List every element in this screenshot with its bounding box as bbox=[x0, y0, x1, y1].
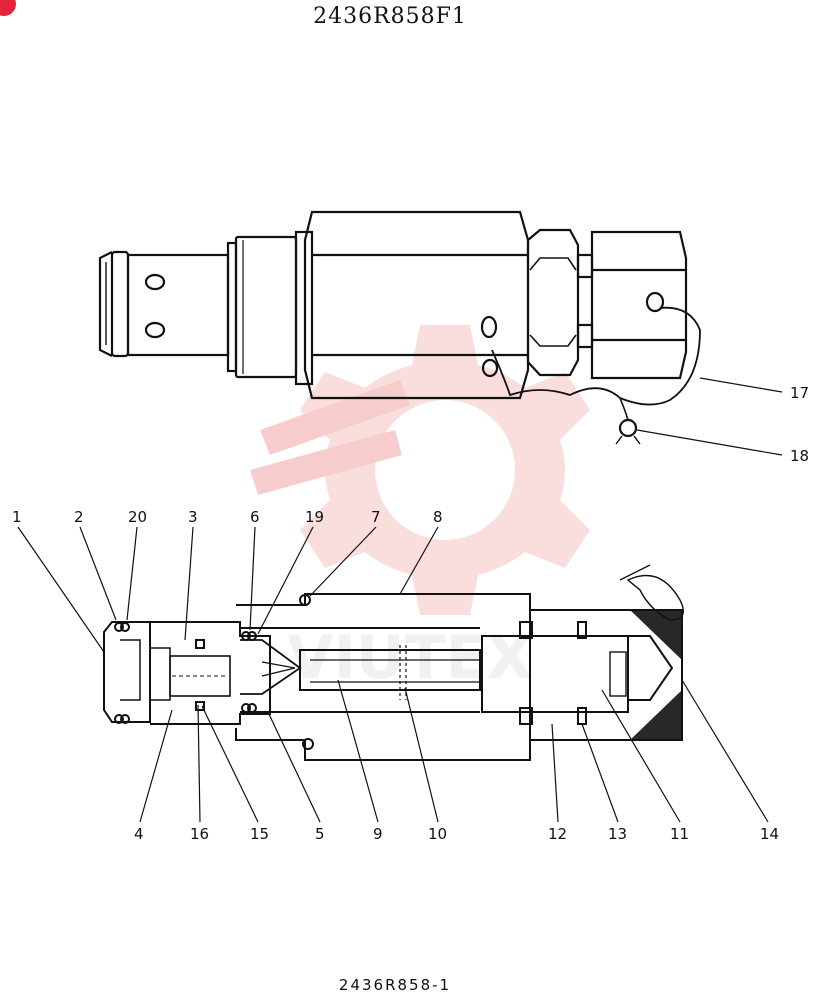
part-label-4: 4 bbox=[134, 825, 144, 843]
part-label-8: 8 bbox=[433, 508, 443, 526]
part-label-2: 2 bbox=[74, 508, 84, 526]
part-label-20: 20 bbox=[128, 508, 147, 526]
corner-badge bbox=[0, 0, 16, 16]
drawing-footer: 2436R858-1 bbox=[338, 976, 452, 994]
leader-lines bbox=[17, 526, 769, 823]
watermark-logo: VIUTEX bbox=[250, 325, 590, 693]
part-label-6: 6 bbox=[250, 508, 260, 526]
watermark-text: VIUTEX bbox=[287, 623, 533, 693]
part-label-15: 15 bbox=[250, 825, 269, 843]
part-label-5: 5 bbox=[315, 825, 325, 843]
part-label-10: 10 bbox=[428, 825, 447, 843]
sectional-view bbox=[103, 564, 684, 761]
part-label-13: 13 bbox=[608, 825, 627, 843]
part-label-16: 16 bbox=[190, 825, 209, 843]
part-label-18: 18 bbox=[790, 447, 809, 465]
top-assembly-view bbox=[98, 210, 783, 456]
part-label-11: 11 bbox=[670, 825, 689, 843]
part-label-7: 7 bbox=[371, 508, 381, 526]
part-label-3: 3 bbox=[188, 508, 198, 526]
part-label-9: 9 bbox=[373, 825, 383, 843]
part-label-19: 19 bbox=[305, 508, 324, 526]
drawing-title: 2436R858F1 bbox=[313, 4, 467, 29]
part-label-12: 12 bbox=[548, 825, 567, 843]
part-label-1: 1 bbox=[12, 508, 22, 526]
part-label-14: 14 bbox=[760, 825, 779, 843]
part-label-17: 17 bbox=[790, 384, 809, 402]
